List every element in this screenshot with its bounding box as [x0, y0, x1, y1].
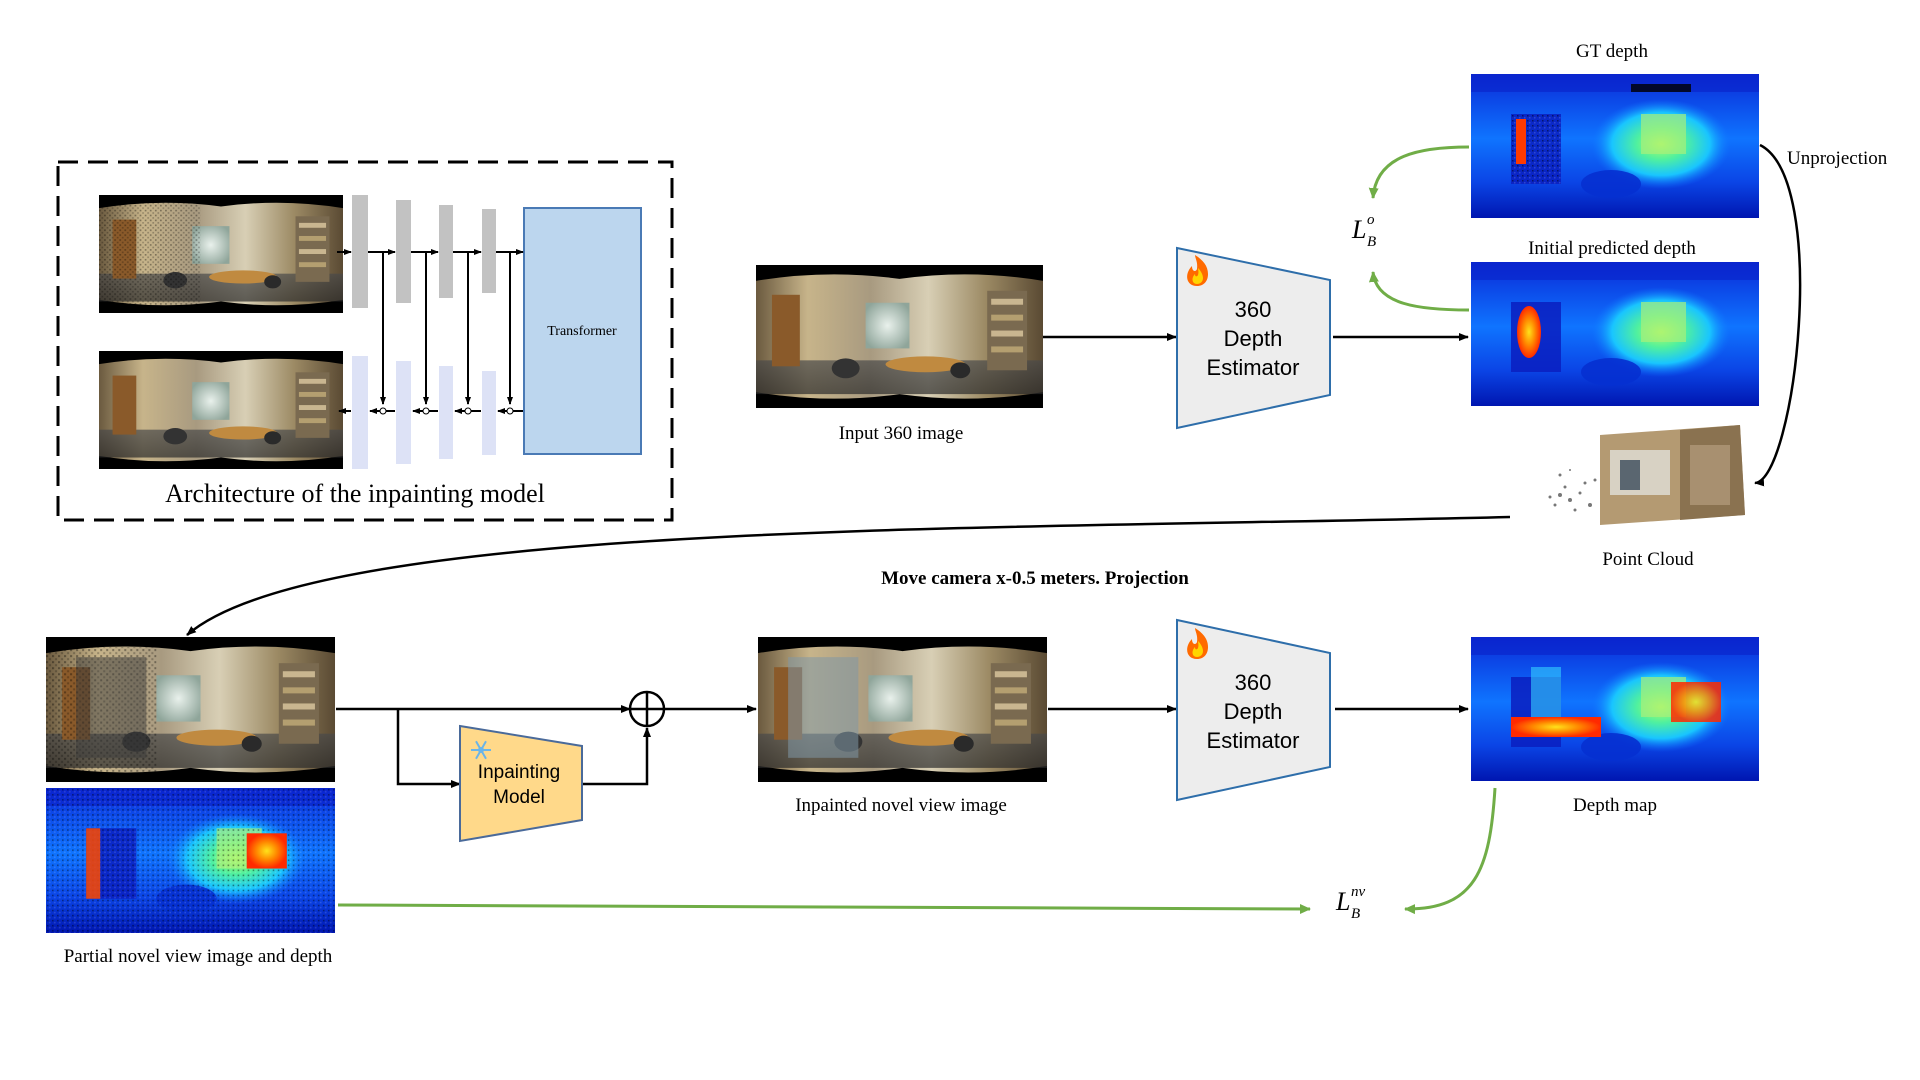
- estimator-top-line1: 360: [1235, 297, 1272, 322]
- inpainting-model-block: Inpainting Model: [459, 724, 583, 843]
- input-360-image: [756, 265, 1043, 409]
- encoder-block-1: [352, 195, 368, 308]
- green-arrow-gt-to-loss: [1368, 145, 1470, 199]
- depth-map-label: Depth map: [1573, 795, 1657, 816]
- fire-icon: [1187, 628, 1208, 659]
- estimator-bottom-line3: Estimator: [1207, 728, 1300, 753]
- loss-novel-sup: nv: [1351, 884, 1366, 900]
- partial-novel-depth: [46, 788, 336, 933]
- estimator-bottom-line2: Depth: [1224, 699, 1283, 724]
- inpainted-novel-label: Inpainted novel view image: [795, 795, 1007, 816]
- loss-original-sup: o: [1367, 212, 1375, 228]
- depth-estimator-bottom: 360 Depth Estimator: [1176, 618, 1331, 802]
- concat-markers: [379, 407, 514, 415]
- decoder-block-1: [352, 356, 368, 469]
- snowflake-icon: [471, 740, 491, 760]
- arrow-projection: [186, 515, 1511, 636]
- inpainting-line2: Model: [493, 787, 545, 808]
- estimator-top-line2: Depth: [1224, 326, 1283, 351]
- transformer-label: Transformer: [547, 324, 617, 339]
- loss-original-sub: B: [1367, 234, 1376, 250]
- inset-caption: Architecture of the inpainting model: [165, 479, 545, 508]
- point-cloud-label: Point Cloud: [1602, 549, 1694, 570]
- inpainted-novel-image: [758, 637, 1048, 782]
- transformer-block: [523, 207, 642, 455]
- inpainting-line1: Inpainting: [478, 762, 560, 783]
- input-image-label: Input 360 image: [839, 423, 964, 444]
- move-camera-label: Move camera x-0.5 meters. Projection: [881, 568, 1189, 589]
- inset-masked-image: [99, 195, 343, 313]
- architecture-inset: Transformer A: [56, 160, 674, 522]
- decoder-block-2: [396, 361, 411, 464]
- loss-novel-sub: B: [1351, 906, 1360, 922]
- estimator-top-line3: Estimator: [1207, 355, 1300, 380]
- arrow-unprojection: [1754, 143, 1802, 487]
- loss-original-base: L: [1351, 215, 1366, 244]
- gt-depth-label: GT depth: [1576, 41, 1648, 62]
- circled-plus-icon: [628, 690, 666, 728]
- loss-original: L B o: [1351, 212, 1376, 250]
- gt-depth-image: [1471, 74, 1759, 218]
- decoder-block-4: [482, 371, 496, 455]
- green-arrow-partial-to-loss: [337, 903, 1311, 914]
- skip-connections: [380, 252, 513, 405]
- fire-icon: [1187, 255, 1208, 286]
- encoder-block-3: [439, 205, 453, 298]
- green-arrow-depthmap-to-loss: [1404, 787, 1497, 915]
- loss-novel: L B nv: [1335, 884, 1366, 922]
- decoder-block-3: [439, 366, 453, 459]
- initial-pred-image: [1471, 262, 1759, 406]
- unprojection-label: Unprojection: [1787, 148, 1888, 169]
- encoder-block-2: [396, 200, 411, 303]
- loss-novel-base: L: [1335, 887, 1350, 916]
- point-cloud-image: [1548, 425, 1745, 525]
- partial-novel-label: Partial novel view image and depth: [64, 946, 333, 967]
- inset-inpainted-image: [99, 351, 343, 469]
- encoder-block-4: [482, 209, 496, 293]
- depth-map-image: [1471, 637, 1759, 781]
- arrows-partial: [336, 705, 757, 788]
- estimator-bottom-line1: 360: [1235, 670, 1272, 695]
- green-arrow-pred-to-loss: [1368, 271, 1470, 312]
- initial-pred-label: Initial predicted depth: [1528, 238, 1696, 259]
- partial-novel-image: [46, 637, 336, 782]
- depth-estimator-top: 360 Depth Estimator: [1176, 246, 1331, 430]
